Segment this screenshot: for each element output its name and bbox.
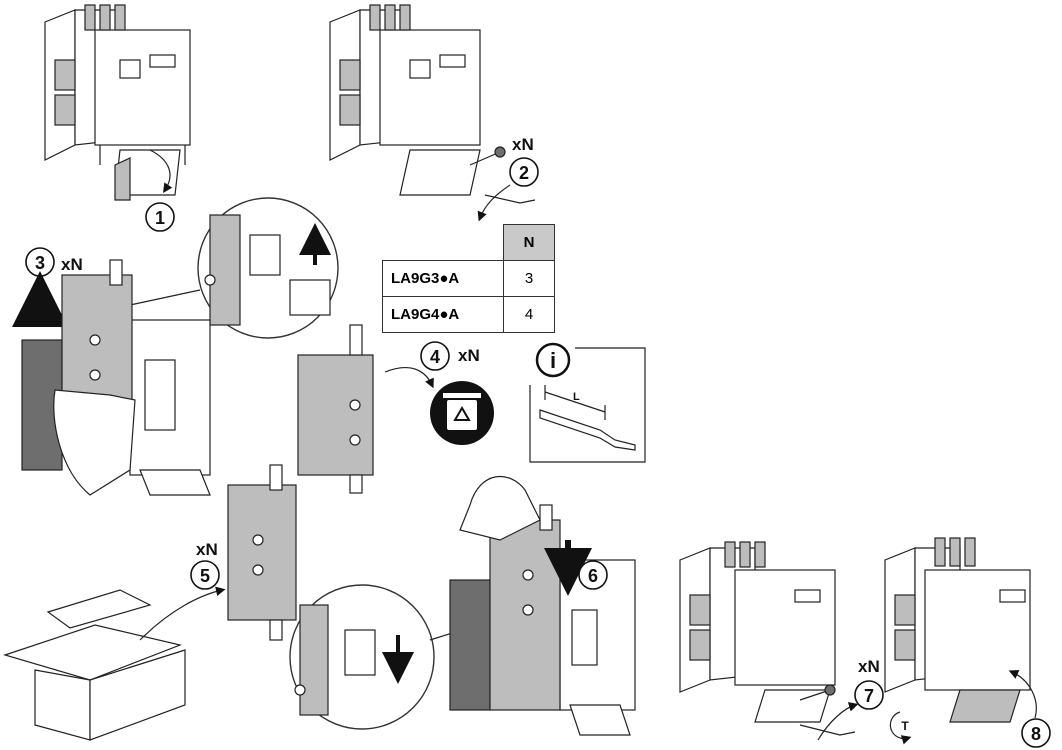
step-7-multiplier: xN [858,657,880,676]
table-row: LA9G3●A 3 [382,260,555,297]
step-1-badge: 1 [145,202,175,232]
rotate-arrow-icon [477,184,511,222]
step-5-multiplier: xN [196,540,218,559]
step-4-multiplier: xN [458,346,480,365]
table-corner [383,225,504,261]
dimension-label: L [573,391,580,403]
torque-label: T [901,719,909,733]
step-7-badge: 7 [854,680,884,710]
discard-arrow-icon [384,367,434,389]
table-cell-n: 4 [503,296,555,333]
allen-key-icon [799,724,856,736]
step-1-number: 1 [155,208,165,228]
step-3-badge: 3 [25,247,55,277]
table-cell-model: LA9G4●A [382,296,504,333]
step-4-number: 4 [430,347,440,367]
contactor-icon [679,541,836,723]
step-6-number: 6 [588,566,598,586]
rotate-arrow-icon [817,702,859,741]
step-3-multiplier: xN [61,255,83,274]
table-cell-model: LA9G3●A [382,260,504,297]
rotate-arrow-icon [1008,670,1037,719]
table-cell-n: 3 [503,260,555,297]
step-2-number: 2 [519,163,529,183]
info-icon-text: i [550,348,556,373]
allen-key-icon [484,194,536,204]
screw-icon [799,684,836,701]
allen-key-icon [539,409,636,451]
contactor-icon [44,4,191,201]
info-box: i L [529,342,646,463]
pick-arrow-icon [139,586,226,641]
hand-icon [53,389,136,496]
auxiliary-contact-icon [227,464,297,641]
step-8-number: 8 [1031,724,1041,744]
recycle-bin-icon [430,381,494,445]
step-6-badge: 6 [578,560,608,590]
screw-icon [469,146,506,166]
table-header-row: N [383,224,555,261]
contactor-icon [884,537,1031,723]
contactor-icon [329,4,481,196]
auxiliary-contact-icon [297,324,374,494]
torque-indicator: T [889,711,912,745]
step-2-multiplier: xN [512,135,534,154]
contactor-icon [21,319,211,496]
step-2-badge: 2 [509,157,539,187]
zoom-detail-upper [129,197,339,339]
hand-icon [459,475,541,541]
step-5-number: 5 [200,566,210,586]
table-row: LA9G4●A 4 [382,296,555,333]
box-icon [2,589,186,741]
info-icon [535,342,571,378]
n-table: N LA9G3●A 3 LA9G4●A 4 [382,224,555,333]
table-header-n: N [503,224,555,261]
step-4-badge: 4 [420,341,450,371]
step-8-badge: 8 [1021,718,1051,748]
step-3-number: 3 [35,253,45,273]
rotate-arrow-icon [149,149,173,193]
step-7-number: 7 [864,686,874,706]
step-5-badge: 5 [190,560,220,590]
